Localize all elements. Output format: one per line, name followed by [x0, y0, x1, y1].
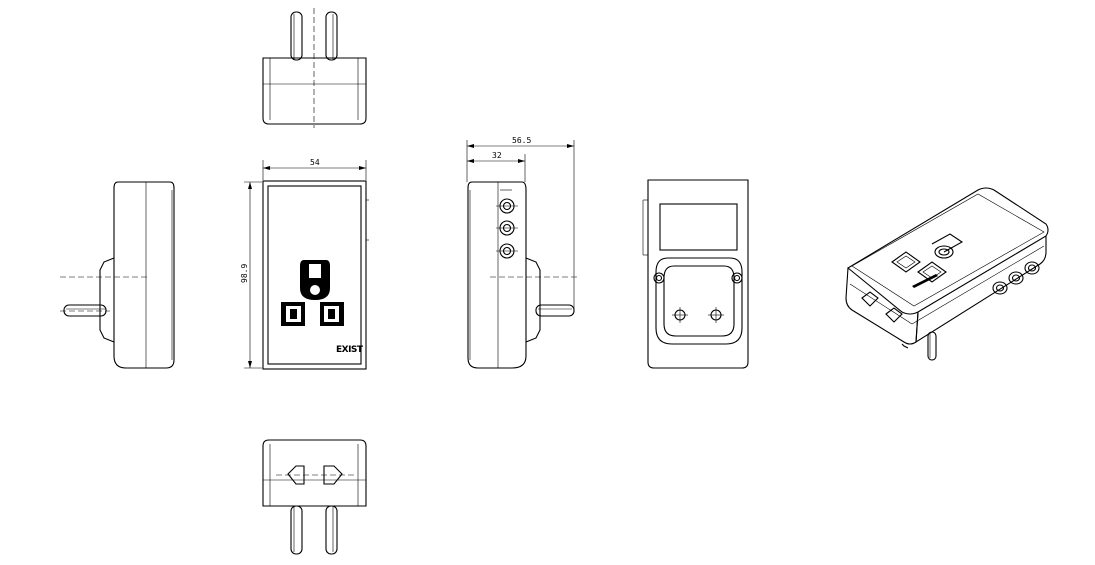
top-view — [262, 8, 367, 128]
front-width-dimension: 54 — [310, 158, 320, 167]
brand-logo: EXIST — [336, 345, 364, 355]
right-side-view: 56.5 32 — [466, 136, 580, 369]
body-depth-dimension: 32 — [492, 151, 502, 160]
total-depth-dimension: 56.5 — [512, 136, 531, 145]
front-height-dimension: 98.9 — [240, 264, 249, 283]
back-view — [642, 179, 749, 369]
left-side-view — [60, 181, 175, 369]
bottom-view — [262, 439, 367, 555]
isometric-view — [845, 187, 1049, 361]
front-view: 54 98.9 EXIST — [240, 158, 369, 370]
